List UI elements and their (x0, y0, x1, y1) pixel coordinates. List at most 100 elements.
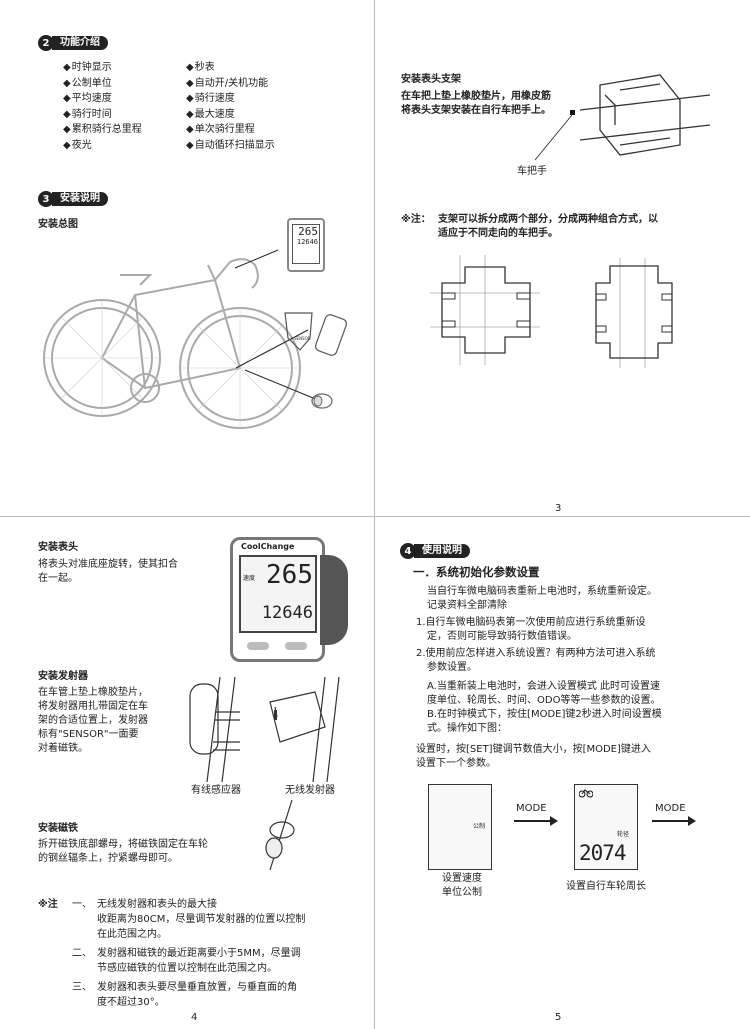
bracket-text-2: 将表头支架安装在自行车把手上。 (401, 105, 551, 116)
section-header-functions: 2 功能介绍 (38, 35, 108, 51)
bracket-and-sensor-illustration: SENSOR (284, 312, 348, 356)
lcd-speed: 265 (298, 225, 318, 238)
computer-head-small: 265 12646 (287, 218, 325, 272)
screen-wheel-value: 2074 (579, 841, 627, 865)
note-line-1: 支架可以拆分成两个部分，分成两种组合方式，以 (438, 214, 658, 225)
feature-list-right: 秒表自动开/关机功能骑行速度最大速度单次骑行里程自动循环扫描显示 (186, 60, 275, 153)
install-head-text-1: 将表头对准底座旋转，使其扣合 (38, 559, 178, 570)
feature-list-left: 时钟显示公制单位平均速度骑行时间累积骑行总里程夜光 (63, 60, 142, 153)
usage-text-line: 参数设置。 (427, 662, 477, 673)
section-label: 安装说明 (52, 192, 108, 206)
note-line: 节感应磁铁的位置以控制在此范围之内。 (97, 963, 277, 974)
wireless-transmitter-label: 无线发射器 (285, 785, 335, 796)
wired-sensor-label: 有线感应器 (191, 785, 241, 796)
transmitter-text-line: 架的合适位置上，发射器 (38, 715, 148, 726)
transmitter-text: 在车管上垫上橡胶垫片，将发射器用扎带固定在车架的合适位置上，发射器标有"SENS… (38, 686, 148, 756)
screen-wheel: 轮径 2074 (574, 784, 638, 870)
bracket-mount-illustration (534, 74, 711, 161)
page-number: 5 (555, 1012, 562, 1023)
arrow-right-icon (514, 816, 558, 826)
feature-item: 最大速度 (186, 107, 275, 123)
note-line: 在此范围之内。 (97, 929, 167, 940)
bracket-config-horizontal (430, 255, 540, 365)
mode-label-2: MODE (655, 803, 686, 814)
usage-text-line: A.当重新装上电池时，会进入设置模式 此时可设置速 (427, 681, 661, 692)
usage-text-line: 设置时，按[SET]键调节数值大小，按[MODE]键进入 (416, 744, 651, 755)
button-right[interactable] (285, 642, 307, 650)
magnet-install-illustration (265, 800, 295, 870)
page-divider-vertical (374, 0, 375, 1029)
section-number: 3 (38, 191, 54, 207)
usage-text-line: 定，否则可能导致骑行数值错误。 (427, 631, 577, 642)
screen-wheel-label: 轮径 (617, 831, 630, 838)
caption-metric-1: 设置速度 (442, 873, 482, 884)
usage-text-line: 1.自行车微电脑码表第一次使用前应进行系统重新设 (416, 617, 646, 628)
bracket-config-vertical (595, 258, 673, 368)
screen-metric-text: 公制 (473, 823, 486, 830)
feature-item: 自动开/关机功能 (186, 76, 275, 92)
section-label: 使用说明 (414, 544, 470, 558)
magnet-text-2: 的钢丝辐条上，拧紧螺母即可。 (38, 853, 178, 864)
usage-text-line: 设置下一个参数。 (416, 758, 496, 769)
arrow-right-icon (652, 816, 696, 826)
transmitter-text-line: 将发射器用扎带固定在车 (38, 701, 148, 712)
notes-prefix: ※注 (38, 899, 58, 910)
handlebar-label: 车把手 (517, 166, 547, 177)
bicycle-icon (579, 789, 593, 798)
magnet-title: 安装磁铁 (38, 823, 78, 834)
note-index: 二、 (72, 948, 92, 959)
feature-item: 平均速度 (63, 91, 142, 107)
magnet-text-1: 拆开磁铁底部螺母，将磁铁固定在车轮 (38, 839, 208, 850)
feature-item: 累积骑行总里程 (63, 122, 142, 138)
feature-item: 夜光 (63, 138, 142, 154)
note-line: 发射器和磁铁的最近距离要小于5MM，尽量调 (97, 948, 301, 959)
install-head-text-2: 在一起。 (38, 573, 78, 584)
button-left[interactable] (247, 642, 269, 650)
note-line-2: 适应于不同走向的车把手。 (438, 228, 558, 239)
bracket-text-1: 在车把上垫上橡胶垫片，用橡皮筋 (401, 91, 551, 102)
note-index: 三、 (72, 982, 92, 993)
usage-text-line: B.在时钟模式下，按住[MODE]键2秒进入时间设置模 (427, 709, 662, 720)
usage-text-line: 记录资料全部清除 (427, 600, 507, 611)
note-line: 收距离为80CM，尽量调节发射器的位置以控制 (97, 914, 306, 925)
note-prefix: ※注： (401, 214, 431, 225)
feature-item: 公制单位 (63, 76, 142, 92)
computer-head-large: CoolChange 速度 265 12646 (230, 537, 325, 662)
usage-heading: 一．系统初始化参数设置 (413, 565, 540, 579)
section-header-install: 3 安装说明 (38, 191, 108, 207)
usage-text-line: 当自行车微电脑码表重新上电池时，系统重新设定。 (427, 586, 657, 597)
mode-label-1: MODE (516, 803, 547, 814)
lcd-odometer: 12646 (261, 603, 313, 623)
feature-item: 骑行时间 (63, 107, 142, 123)
note-line: 发射器和表头要尽量垂直放置，与垂直面的角 (97, 982, 297, 993)
feature-item: 秒表 (186, 60, 275, 76)
feature-item: 单次骑行里程 (186, 122, 275, 138)
caption-wheel: 设置自行车轮周长 (566, 881, 646, 892)
feature-item: 自动循环扫描显示 (186, 138, 275, 154)
transmitter-title: 安装发射器 (38, 671, 88, 682)
brand-label: CoolChange (241, 542, 295, 551)
usage-text-line: 度单位、轮周长、时间、ODO等等一些参数的设置。 (427, 695, 661, 706)
feature-item: 骑行速度 (186, 91, 275, 107)
note-line: 度不超过30°。 (97, 997, 165, 1008)
usage-text-line: 式。操作如下图： (427, 723, 507, 734)
mount-base (320, 555, 348, 645)
lcd-label: 速度 (243, 575, 256, 582)
transmitter-text-line: 标有"SENSOR"一面要 (38, 729, 139, 740)
page-number: 4 (191, 1012, 198, 1023)
magnet-illustration (311, 393, 333, 409)
page-number: 3 (555, 503, 562, 514)
screen-metric: 公制 (428, 784, 492, 870)
install-head-title: 安装表头 (38, 542, 78, 553)
transmitter-text-line: 对着磁铁。 (38, 743, 88, 754)
note-line: 无线发射器和表头的最大接 (97, 899, 217, 910)
sensor-mount-illustration (189, 676, 340, 782)
section-header-usage: 4 使用说明 (400, 543, 470, 559)
lcd-odometer: 12646 (296, 238, 318, 246)
note-index: 一、 (72, 899, 92, 910)
section-label: 功能介绍 (52, 36, 108, 50)
bracket-title: 安装表头支架 (401, 74, 461, 85)
bicycle-illustration (43, 249, 319, 429)
install-overview-title: 安装总图 (38, 219, 78, 230)
page-divider-horizontal (0, 516, 750, 517)
